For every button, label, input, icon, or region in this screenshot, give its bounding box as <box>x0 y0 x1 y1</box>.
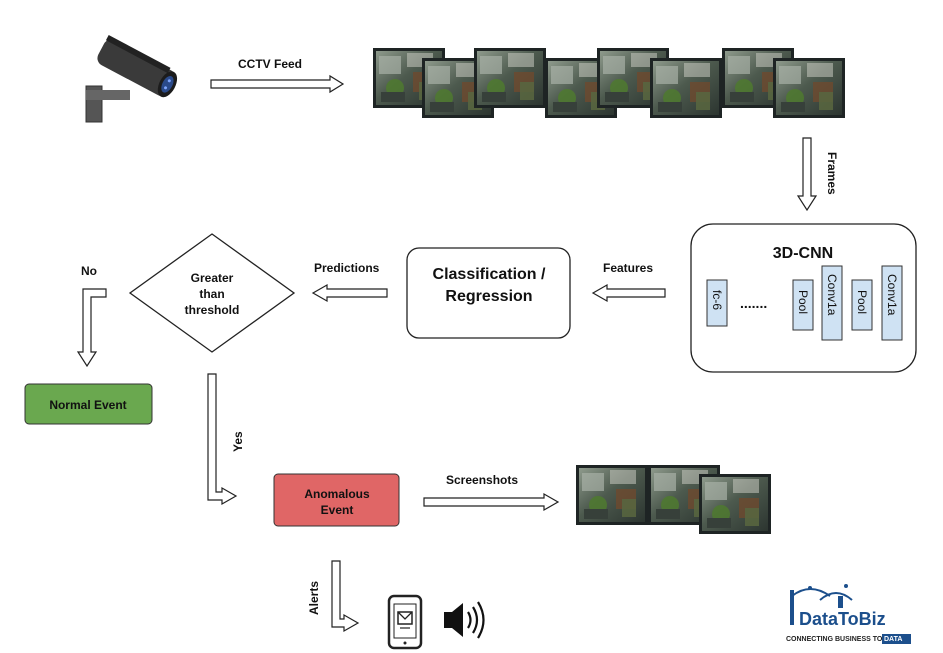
cnn-layer-fc6: fc-6 <box>706 279 728 327</box>
frames-arrow <box>796 137 818 212</box>
features-arrow <box>591 283 666 303</box>
svg-text:Conv1a: Conv1a <box>885 274 899 316</box>
cctv-feed-label: CCTV Feed <box>238 57 302 71</box>
threshold-decision-diamond <box>128 233 296 353</box>
svg-text:Conv1a: Conv1a <box>825 274 839 316</box>
screenshots-label: Screenshots <box>446 473 518 487</box>
normal-event-label: Normal Event <box>49 398 126 412</box>
decision-label-line2: than <box>199 287 224 301</box>
alerts-arrow <box>331 560 360 633</box>
predictions-arrow <box>311 283 388 303</box>
classification-label-line2: Regression <box>445 288 532 305</box>
anomalous-event-box <box>273 473 400 527</box>
cctv-feed-arrow <box>210 74 345 94</box>
no-label: No <box>81 264 97 278</box>
yes-label: Yes <box>231 431 245 452</box>
screenshots-arrow <box>423 492 560 512</box>
svg-text:Pool: Pool <box>796 290 810 314</box>
cctv-camera-icon <box>85 34 178 123</box>
decision-label-line1: Greater <box>191 271 234 285</box>
cnn-ellipsis: ....... <box>740 295 767 311</box>
screenshot-frames <box>576 465 771 534</box>
cnn-layer-pool-2: Pool <box>851 279 873 331</box>
classification-box <box>406 247 571 339</box>
speaker-icon <box>444 601 485 639</box>
no-branch-arrow <box>76 288 107 368</box>
cnn-layer-conv1a-2: Conv1a <box>881 265 903 341</box>
cnn-layer-pool-1: Pool <box>792 279 814 331</box>
anomalous-event-label-line2: Event <box>321 503 354 517</box>
predictions-label: Predictions <box>314 261 380 275</box>
logo-tagline: CONNECTING BUSINESS TO <box>786 636 883 643</box>
logo-brand: DataToBiz <box>799 609 886 629</box>
features-label: Features <box>603 261 653 275</box>
frames-label: Frames <box>825 152 839 195</box>
normal-event-box <box>24 383 153 425</box>
decision-label-line3: threshold <box>185 303 240 317</box>
alerts-label: Alerts <box>307 581 321 615</box>
video-frames-strip <box>373 48 845 118</box>
anomalous-event-label-line1: Anomalous <box>304 487 370 501</box>
cnn-title: 3D-CNN <box>773 245 833 262</box>
svg-text:Pool: Pool <box>855 290 869 314</box>
cnn-layer-conv1a-1: Conv1a <box>821 265 843 341</box>
svg-text:fc-6: fc-6 <box>710 290 724 310</box>
yes-branch-arrow <box>207 373 238 506</box>
logo-tagline-highlight <box>882 634 911 644</box>
classification-label-line1: Classification / <box>433 266 546 283</box>
datatobiz-logo <box>790 584 853 625</box>
logo-tagline-data: DATA <box>884 636 902 643</box>
mobile-phone-icon <box>387 594 423 650</box>
